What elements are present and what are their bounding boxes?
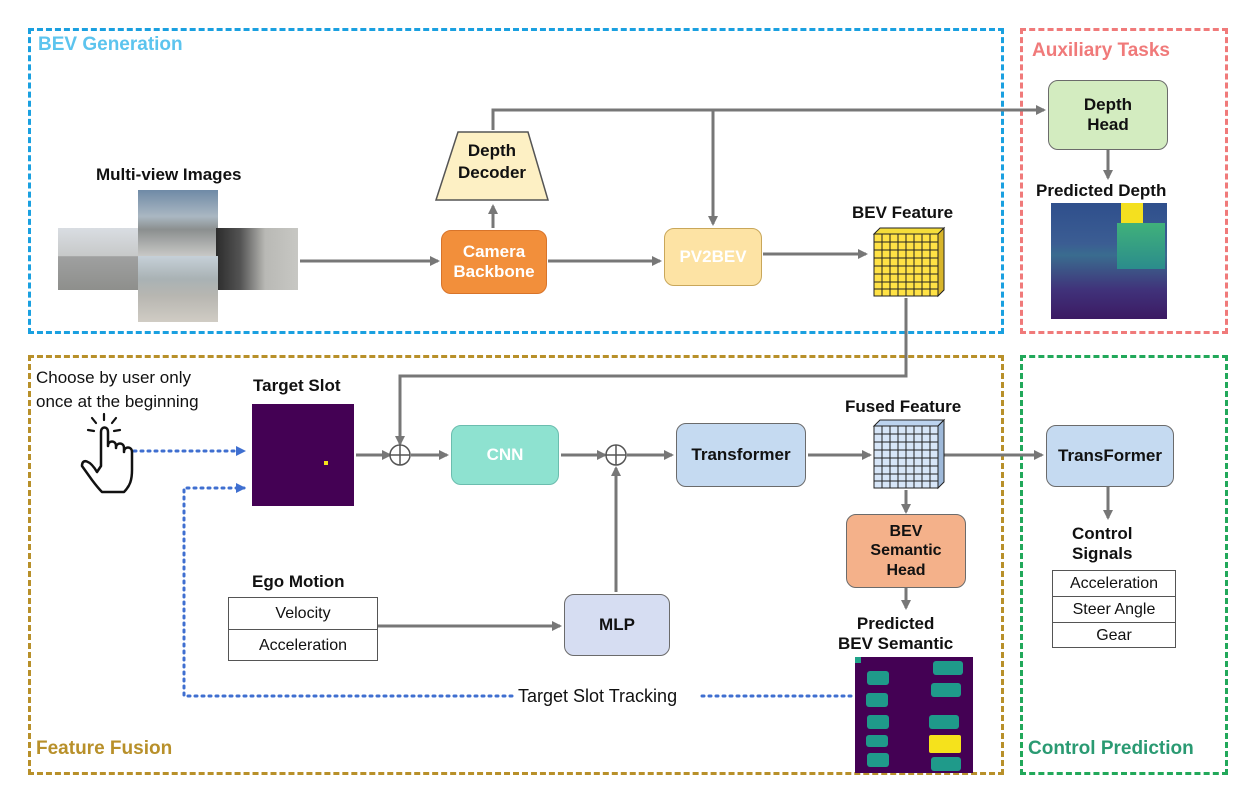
target-slot-label: Target Slot <box>253 376 341 395</box>
dotted-tracking-left <box>182 483 514 698</box>
target-slot-map <box>252 404 354 506</box>
semantic-slot <box>866 693 888 707</box>
semantic-slot <box>867 753 889 767</box>
fused-feature-label: Fused Feature <box>845 397 962 416</box>
control-steer-angle: Steer Angle <box>1053 597 1175 623</box>
control-acceleration: Acceleration <box>1053 571 1175 597</box>
region-bev-generation <box>28 28 1004 334</box>
semantic-target-slot <box>929 735 961 753</box>
target-slot-tracking-label: Target Slot Tracking <box>518 686 678 706</box>
user-hint-line1: Choose by user only <box>36 368 191 387</box>
predicted-bev-semantic-map <box>855 657 973 773</box>
control-signals-table: Acceleration Steer Angle Gear <box>1052 570 1176 648</box>
depth-mid-region <box>1117 223 1165 269</box>
semantic-slot <box>866 735 888 747</box>
ego-acceleration: Acceleration <box>258 636 348 654</box>
control-gear: Gear <box>1096 626 1132 644</box>
cnn: CNN <box>451 425 559 485</box>
semantic-slot <box>867 715 889 729</box>
pv2bev: PV2BEV <box>664 228 762 286</box>
bev-feature-label: BEV Feature <box>852 203 954 222</box>
semantic-slot <box>933 661 963 675</box>
multi-view-images <box>58 190 298 322</box>
multi-view-images-label: Multi-view Images <box>96 165 242 184</box>
semantic-slot <box>929 715 959 729</box>
depth-head: Depth Head <box>1048 80 1168 150</box>
predicted-bev-semantic-label: Predicted BEV Semantic <box>838 614 954 654</box>
target-slot-dot <box>324 461 328 465</box>
arrow-bev-feature-to-sum <box>395 298 908 446</box>
control-prediction-label: Control Prediction <box>1028 738 1194 759</box>
camera-image-front <box>138 190 218 256</box>
user-hint-line2: once at the beginning <box>36 392 199 411</box>
ego-motion-table: Velocity Acceleration <box>228 597 378 661</box>
predicted-depth-map <box>1051 203 1167 319</box>
camera-image-left <box>58 228 140 290</box>
region-control-prediction <box>1020 355 1228 775</box>
ego-velocity: Velocity <box>229 598 377 630</box>
camera-backbone: Camera Backbone <box>441 230 547 294</box>
feature-fusion-label: Feature Fusion <box>36 738 173 759</box>
semantic-slot <box>931 683 961 697</box>
depth-decoder: Depth Decoder <box>457 141 527 183</box>
region-auxiliary-tasks <box>1020 28 1228 334</box>
depth-bright-region <box>1121 203 1143 227</box>
region-feature-fusion <box>28 355 1004 775</box>
bev-semantic-head: BEV Semantic Head <box>846 514 966 588</box>
bev-generation-label: BEV Generation <box>38 34 183 55</box>
predicted-depth-label: Predicted Depth <box>1036 181 1167 200</box>
transformer: Transformer <box>676 423 806 487</box>
camera-image-right <box>216 228 298 290</box>
auxiliary-tasks-label: Auxiliary Tasks <box>1032 40 1171 61</box>
arrow-decoder-to-depth-head <box>491 105 1046 130</box>
semantic-slot <box>867 671 889 685</box>
control-transformer: TransFormer <box>1046 425 1174 487</box>
semantic-slot <box>931 757 961 771</box>
ego-motion-label: Ego Motion <box>252 572 345 591</box>
camera-image-rear <box>138 256 218 322</box>
mlp: MLP <box>564 594 670 656</box>
control-signals-label: Control Signals <box>1072 524 1133 564</box>
